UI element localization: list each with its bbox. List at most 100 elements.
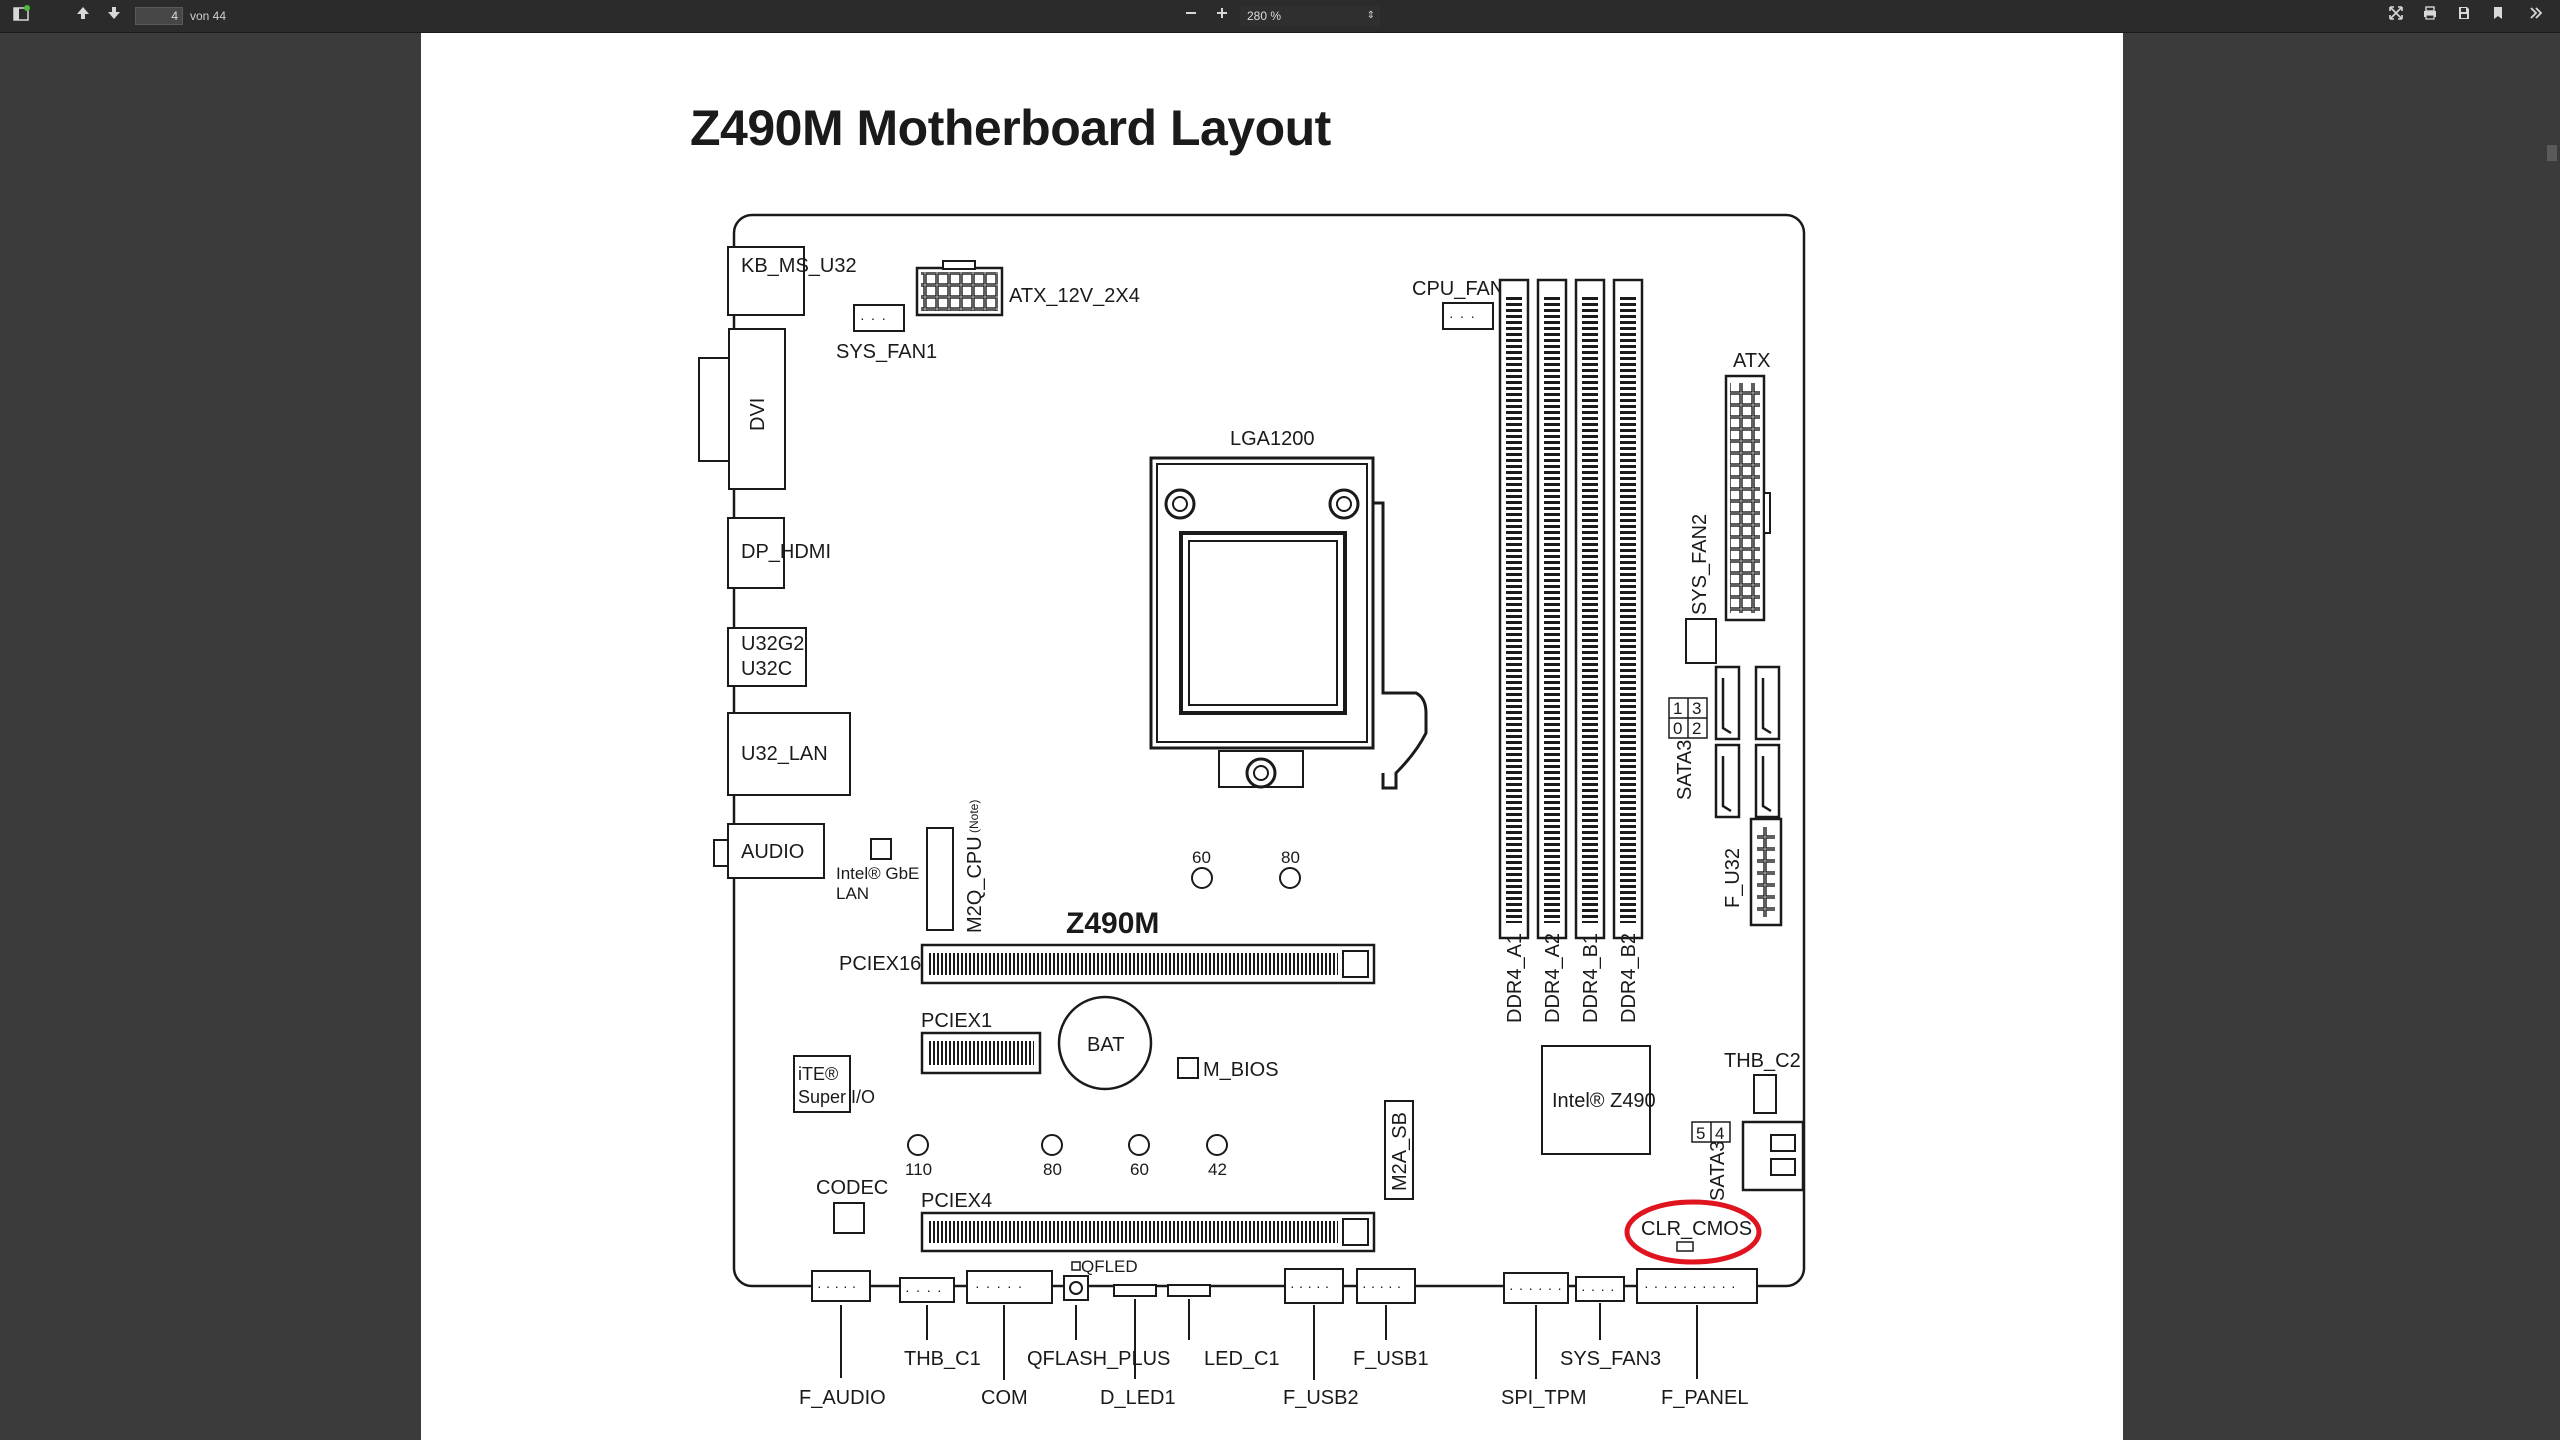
codec-label: CODEC (816, 1177, 888, 1199)
zoom-out-button[interactable] (1180, 5, 1202, 27)
sata-num-3: 3 (1692, 699, 1701, 718)
m-bios-label: M_BIOS (1203, 1059, 1279, 1081)
m-bios-chip (1177, 1057, 1199, 1079)
ite-label: iTE® (798, 1064, 838, 1084)
page-title: Z490M Motherboard Layout (690, 100, 1331, 156)
save-icon (2459, 7, 2469, 19)
bat-label: BAT (1087, 1034, 1124, 1056)
m2-size-42: 42 (1208, 1160, 1227, 1179)
cpu-fan-label: CPU_FAN (1412, 278, 1504, 300)
ddr4-a1-label: DDR4_A1 (1504, 933, 1526, 1023)
pciex4-label: PCIEX4 (921, 1190, 992, 1212)
ddr4-a2-label: DDR4_A2 (1542, 933, 1564, 1023)
pciex4-slot (920, 1211, 1376, 1253)
sata-num-0: 0 (1673, 719, 1682, 738)
sys-fan2-header (1685, 618, 1717, 664)
pciex1-slot (920, 1031, 1042, 1075)
sys-fan1-label: SYS_FAN1 (836, 341, 937, 363)
svg-text:·····: ····· (1362, 1278, 1405, 1294)
zoom-select[interactable]: 280 % ⇕ (1240, 6, 1380, 26)
clr-cmos-label: CLR_CMOS (1641, 1218, 1752, 1240)
usb-c-port (727, 627, 807, 687)
pciex16-label: PCIEX16 (839, 953, 921, 975)
f-u32-label: F_U32 (1722, 848, 1744, 908)
zoom-in-button[interactable] (1211, 5, 1233, 27)
intel-z490-label: Intel® Z490 (1552, 1090, 1656, 1112)
note-label: (Note) (967, 800, 981, 833)
arrow-up-icon (77, 7, 89, 19)
sata-num-5: 5 (1696, 1124, 1705, 1143)
lan-label: LAN (836, 884, 869, 903)
highlight-circle (1624, 1199, 1762, 1265)
next-page-button[interactable] (103, 5, 125, 27)
usb-lan-port (727, 712, 851, 796)
f-usb1-label: F_USB1 (1353, 1348, 1429, 1370)
intel-gbe-chip (870, 838, 892, 860)
d-led1-label: D_LED1 (1100, 1387, 1176, 1409)
scrollbar-thumb[interactable] (2547, 145, 2557, 161)
clr-cmos-jumper (1676, 1241, 1694, 1252)
ddr4-b1-label: DDR4_B1 (1580, 933, 1602, 1023)
cpu-socket (1149, 456, 1428, 790)
led-c1-label: LED_C1 (1204, 1348, 1280, 1370)
f-usb2-label: F_USB2 (1283, 1387, 1359, 1409)
dp-hdmi-label: DP_HDMI (741, 541, 831, 563)
m2a-sb-slot (1384, 1100, 1414, 1200)
sys-fan3-label: SYS_FAN3 (1560, 1348, 1661, 1370)
bookmark-icon (2494, 7, 2502, 19)
previous-page-button[interactable] (72, 5, 94, 27)
svg-text:···: ··· (1449, 308, 1481, 324)
m2-size-80-top: 80 (1281, 848, 1300, 867)
m2-size-60-bottom: 60 (1130, 1160, 1149, 1179)
sidebar-icon (13, 5, 30, 21)
com-label: COM (981, 1387, 1028, 1409)
fullscreen-icon (2389, 6, 2403, 20)
arrow-down-icon (108, 7, 120, 19)
pdf-toolbar: von 44 280 % ⇕ (0, 0, 2560, 33)
svg-text:·····: ····· (817, 1278, 860, 1294)
save-button[interactable] (2453, 5, 2475, 27)
m2-size-60-top: 60 (1192, 848, 1211, 867)
dp-hdmi-port (727, 517, 785, 589)
bookmark-button[interactable] (2487, 5, 2509, 27)
m2a-sb-label: M2A_SB (1389, 1112, 1411, 1191)
sys-fan3-header (1575, 1276, 1625, 1302)
zoom-in-icon (1217, 8, 1227, 18)
bottom-headers: ····· ···· ····· ····· ····· ······ ····… (811, 1268, 1758, 1304)
spi-tpm-header (1503, 1272, 1569, 1304)
thb-c2-label: THB_C2 (1724, 1050, 1801, 1072)
qflash-plus-label: QFLASH_PLUS (1027, 1348, 1170, 1370)
cpu-fan-header (1442, 302, 1494, 330)
fullscreen-button[interactable] (2385, 5, 2407, 27)
lga1200-label: LGA1200 (1230, 428, 1315, 450)
zoom-out-icon (1186, 12, 1196, 14)
print-button[interactable] (2419, 5, 2441, 27)
thb-c1-label: THB_C1 (904, 1348, 981, 1370)
page-number-input[interactable] (135, 7, 183, 25)
sidebar-toggle-button[interactable] (10, 5, 32, 27)
super-io-chip (793, 1055, 851, 1113)
sata3-ports-top (1668, 665, 1781, 819)
more-icon (2530, 7, 2543, 19)
led-c1-header (1167, 1284, 1211, 1297)
more-tools-button[interactable] (2525, 5, 2547, 27)
document-page: Z490M Motherboard Layout KB_MS_U32 DVI D… (421, 33, 2123, 1440)
sata3-top-label: SATA3 (1674, 740, 1696, 800)
sys-fan2-label: SYS_FAN2 (1689, 514, 1711, 615)
vertical-scrollbar[interactable] (2544, 33, 2560, 1440)
sata3-ports-bottom (1691, 1120, 1805, 1192)
atx-label: ATX (1733, 350, 1770, 372)
f-usb1-header (1356, 1268, 1416, 1304)
svg-text:···: ··· (860, 310, 892, 326)
d-led1-header (1113, 1284, 1157, 1297)
com-header (966, 1270, 1053, 1304)
svg-text:·····: ····· (975, 1278, 1028, 1294)
sata-num-2: 2 (1692, 719, 1701, 738)
pciex16-slot (920, 943, 1376, 985)
sys-fan1-header (853, 304, 905, 332)
super-io-label: Super I/O (798, 1087, 875, 1107)
u32c-label: U32C (741, 658, 792, 680)
intel-gbe-label: Intel® GbE (836, 864, 919, 883)
motherboard-diagram: KB_MS_U32 DVI DP_HDMI U32G2 U32C U32_LAN… (698, 213, 1806, 1409)
dvi-label: DVI (747, 398, 769, 431)
